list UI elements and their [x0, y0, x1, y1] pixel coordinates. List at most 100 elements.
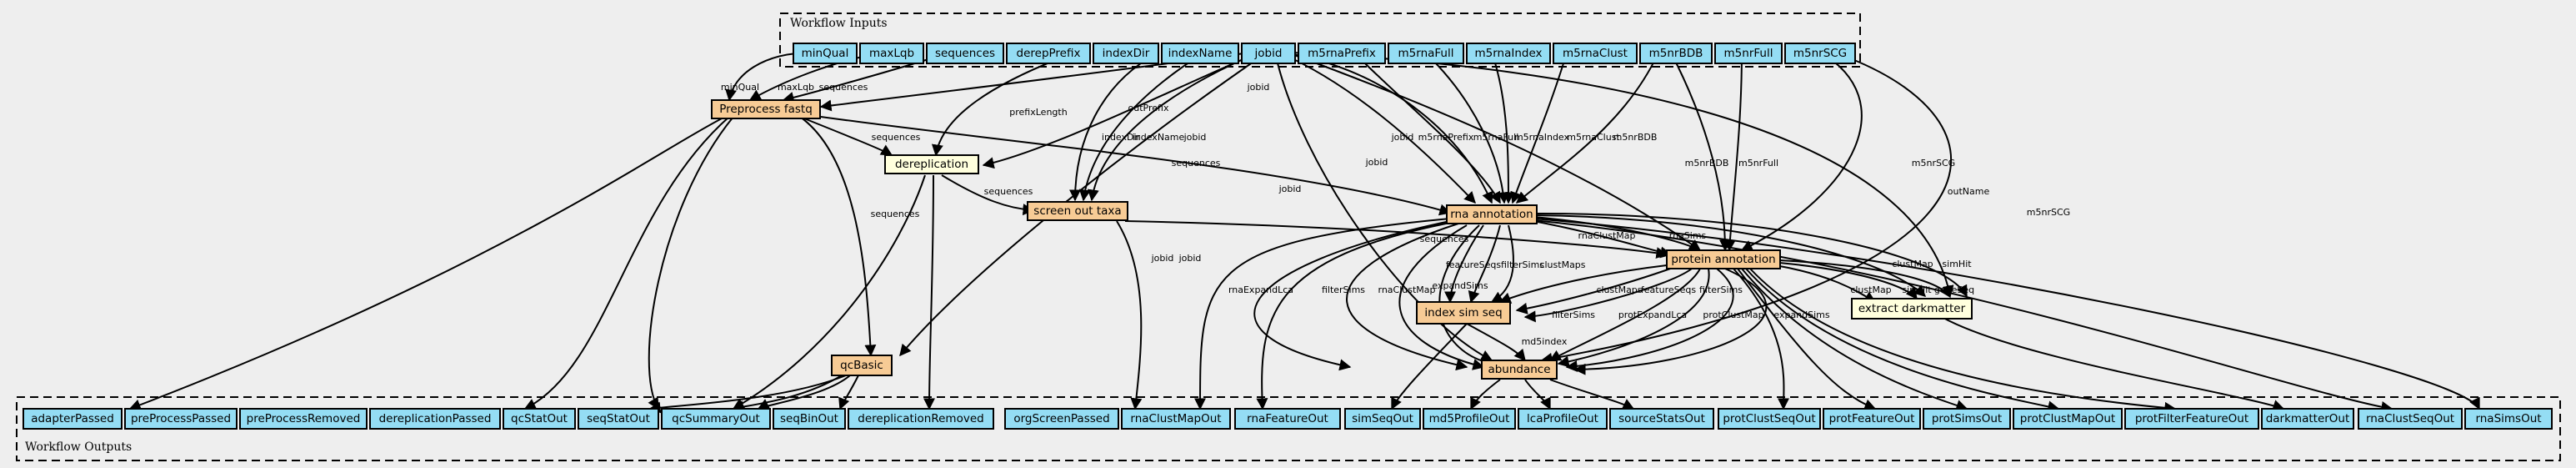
input-minqual[interactable]: minQual [793, 43, 858, 64]
edge-label: md5index [1522, 336, 1568, 347]
output-preprocessremoved[interactable]: preProcessRemoved [239, 408, 368, 430]
output-protfilterfeatureout[interactable]: protFilterFeatureOut [2124, 408, 2259, 430]
input-sequences[interactable]: sequences [926, 43, 1004, 64]
edge-m5rnaindex-rna [1491, 52, 1514, 204]
input-m5rnaclust[interactable]: m5rnaClust [1553, 43, 1638, 64]
edge-prot-dark2 [1778, 262, 1918, 300]
output-darkmatterout[interactable]: darkmatterOut [2261, 408, 2354, 430]
input-m5nrbdb[interactable]: m5nrBDB [1639, 43, 1713, 64]
edge-qc-summary [757, 375, 851, 410]
output-sourcestatsout[interactable]: sourceStatsOut [1609, 408, 1714, 430]
output-seqbinout[interactable]: seqBinOut [773, 408, 846, 430]
output-preprocesspassed[interactable]: preProcessPassed [124, 408, 238, 430]
output-dereplicationremoved[interactable]: dereplicationRemoved [848, 408, 994, 430]
output-qcsummaryout[interactable]: qcSummaryOut [661, 408, 771, 430]
edge-prot-index3 [1523, 268, 1693, 323]
edge-rna-dark2 [1533, 212, 1968, 298]
step-dereplication[interactable]: dereplication [884, 154, 979, 174]
edge-label: rnaClustMap [1378, 284, 1435, 295]
output-rnasimsout[interactable]: rnaSimsOut [2464, 408, 2553, 430]
output-qcstatout[interactable]: qcStatOut [503, 408, 576, 430]
output-protfeatureout[interactable]: protFeatureOut [1823, 408, 1921, 430]
input-jobid[interactable]: jobid [1241, 43, 1296, 64]
step-index-sim-seq[interactable]: index sim seq [1416, 301, 1511, 325]
step-protein-annotation[interactable]: protein annotation [1666, 249, 1781, 269]
edge-m5nrbdb-prot [1670, 52, 1731, 252]
edge-rna-abund3 [1398, 224, 1485, 370]
svg-text:sequences: sequences [935, 47, 995, 60]
edge-label: m5rnaPrefix [1418, 132, 1474, 143]
edge-screen-org [1116, 220, 1143, 410]
output-rnaclustseqout[interactable]: rnaClustSeqOut [2358, 408, 2463, 430]
edge-label: filterSims [1552, 309, 1595, 320]
output-dereplicationpassed[interactable]: dereplicationPassed [369, 408, 501, 430]
output-adapterpassed[interactable]: adapterPassed [23, 408, 123, 430]
step-rna-annotation[interactable]: rna annotation [1446, 204, 1538, 224]
svg-text:qcSummaryOut: qcSummaryOut [672, 412, 760, 425]
edge-rna-feature [1256, 221, 1455, 410]
svg-text:darkmatterOut: darkmatterOut [2266, 412, 2350, 425]
edge-index-abund [1466, 323, 1526, 362]
edge-label: filterSims [1322, 284, 1365, 295]
svg-text:m5nrFull: m5nrFull [1724, 47, 1773, 60]
step-preprocess-fastq[interactable]: Preprocess fastq [711, 99, 821, 119]
output-simseqout[interactable]: simSeqOut [1344, 408, 1421, 430]
svg-text:jobid: jobid [1254, 47, 1283, 60]
output-rnafeatureout[interactable]: rnaFeatureOut [1234, 408, 1341, 430]
output-protclustseqout[interactable]: protClustSeqOut [1718, 408, 1821, 430]
step-qcbasic[interactable]: qcBasic [831, 355, 893, 376]
input-indexname[interactable]: indexName [1161, 43, 1239, 64]
output-lcaprofileout[interactable]: lcaProfileOut [1518, 408, 1608, 430]
svg-text:protSimsOut: protSimsOut [1932, 412, 2002, 425]
edge-label: jobid [1247, 82, 1270, 93]
edge-label: clustMaps [1539, 259, 1585, 270]
svg-text:lcaProfileOut: lcaProfileOut [1527, 412, 1598, 425]
svg-text:index sim seq: index sim seq [1424, 306, 1502, 320]
edge-label: jobid [1365, 157, 1388, 168]
svg-text:dereplication: dereplication [895, 158, 968, 171]
edge-m5rnafull-rna [1424, 52, 1509, 204]
input-maxlqb[interactable]: maxLqb [859, 43, 924, 64]
svg-text:protClustMapOut: protClustMapOut [2020, 412, 2115, 425]
edge-label: filterSims [1501, 259, 1544, 270]
svg-text:derepPrefix: derepPrefix [1017, 47, 1081, 60]
svg-text:rnaFeatureOut: rnaFeatureOut [1247, 412, 1328, 425]
svg-text:indexName: indexName [1168, 47, 1233, 60]
output-rnaclustmapout[interactable]: rnaClustMapOut [1121, 408, 1231, 430]
input-indexdir[interactable]: indexDir [1093, 43, 1159, 64]
output-protsimsout[interactable]: protSimsOut [1923, 408, 2011, 430]
edge-indexdir-screen [1069, 52, 1159, 202]
edge-m5nrbdb-rna [1515, 52, 1659, 204]
input-m5rnaindex[interactable]: m5rnaIndex [1466, 43, 1551, 64]
svg-text:simSeqOut: simSeqOut [1352, 412, 1413, 425]
edge-label: m5nrBDB [1685, 158, 1729, 169]
step-extract-darkmatter[interactable]: extract darkmatter [1851, 298, 1973, 320]
output-orgscreenpassed[interactable]: orgScreenPassed [1004, 408, 1119, 430]
edge-abund-md5 [1470, 379, 1501, 410]
output-protclustmapout[interactable]: protClustMapOut [2013, 408, 2123, 430]
svg-text:preProcessPassed: preProcessPassed [131, 412, 231, 425]
input-m5rnafull[interactable]: m5rnaFull [1388, 43, 1464, 64]
svg-text:rnaClustMapOut: rnaClustMapOut [1130, 412, 1221, 425]
edge-label: m5rnaIndex [1514, 132, 1570, 143]
edge-label: featureSeqs [1641, 284, 1696, 295]
input-m5nrfull[interactable]: m5nrFull [1714, 43, 1783, 64]
edge-pre-removed [648, 116, 734, 410]
input-m5nrscg[interactable]: m5nrSCG [1784, 43, 1856, 64]
edge-dereprefix-derep [931, 52, 1076, 157]
svg-text:abundance: abundance [1488, 363, 1550, 376]
input-dereprefix[interactable]: derepPrefix [1006, 43, 1091, 64]
svg-text:m5rnaPrefix: m5rnaPrefix [1308, 47, 1376, 60]
edge-rna-clustmap [1194, 218, 1451, 410]
input-m5rnaprefix[interactable]: m5rnaPrefix [1298, 43, 1386, 64]
edge-abund-lca [1524, 379, 1551, 410]
svg-text:minQual: minQual [802, 47, 849, 60]
output-seqstatout[interactable]: seqStatOut [578, 408, 659, 430]
output-md5profileout[interactable]: md5ProfileOut [1423, 408, 1516, 430]
step-abundance[interactable]: abundance [1481, 360, 1558, 380]
step-screen-out-taxa[interactable]: screen out taxa [1027, 201, 1128, 221]
edge-label: simHit [1902, 284, 1932, 295]
edge-label: sequences [819, 82, 868, 93]
edge-label: jobid [1178, 253, 1202, 264]
edge-label: jobid [1391, 132, 1414, 143]
